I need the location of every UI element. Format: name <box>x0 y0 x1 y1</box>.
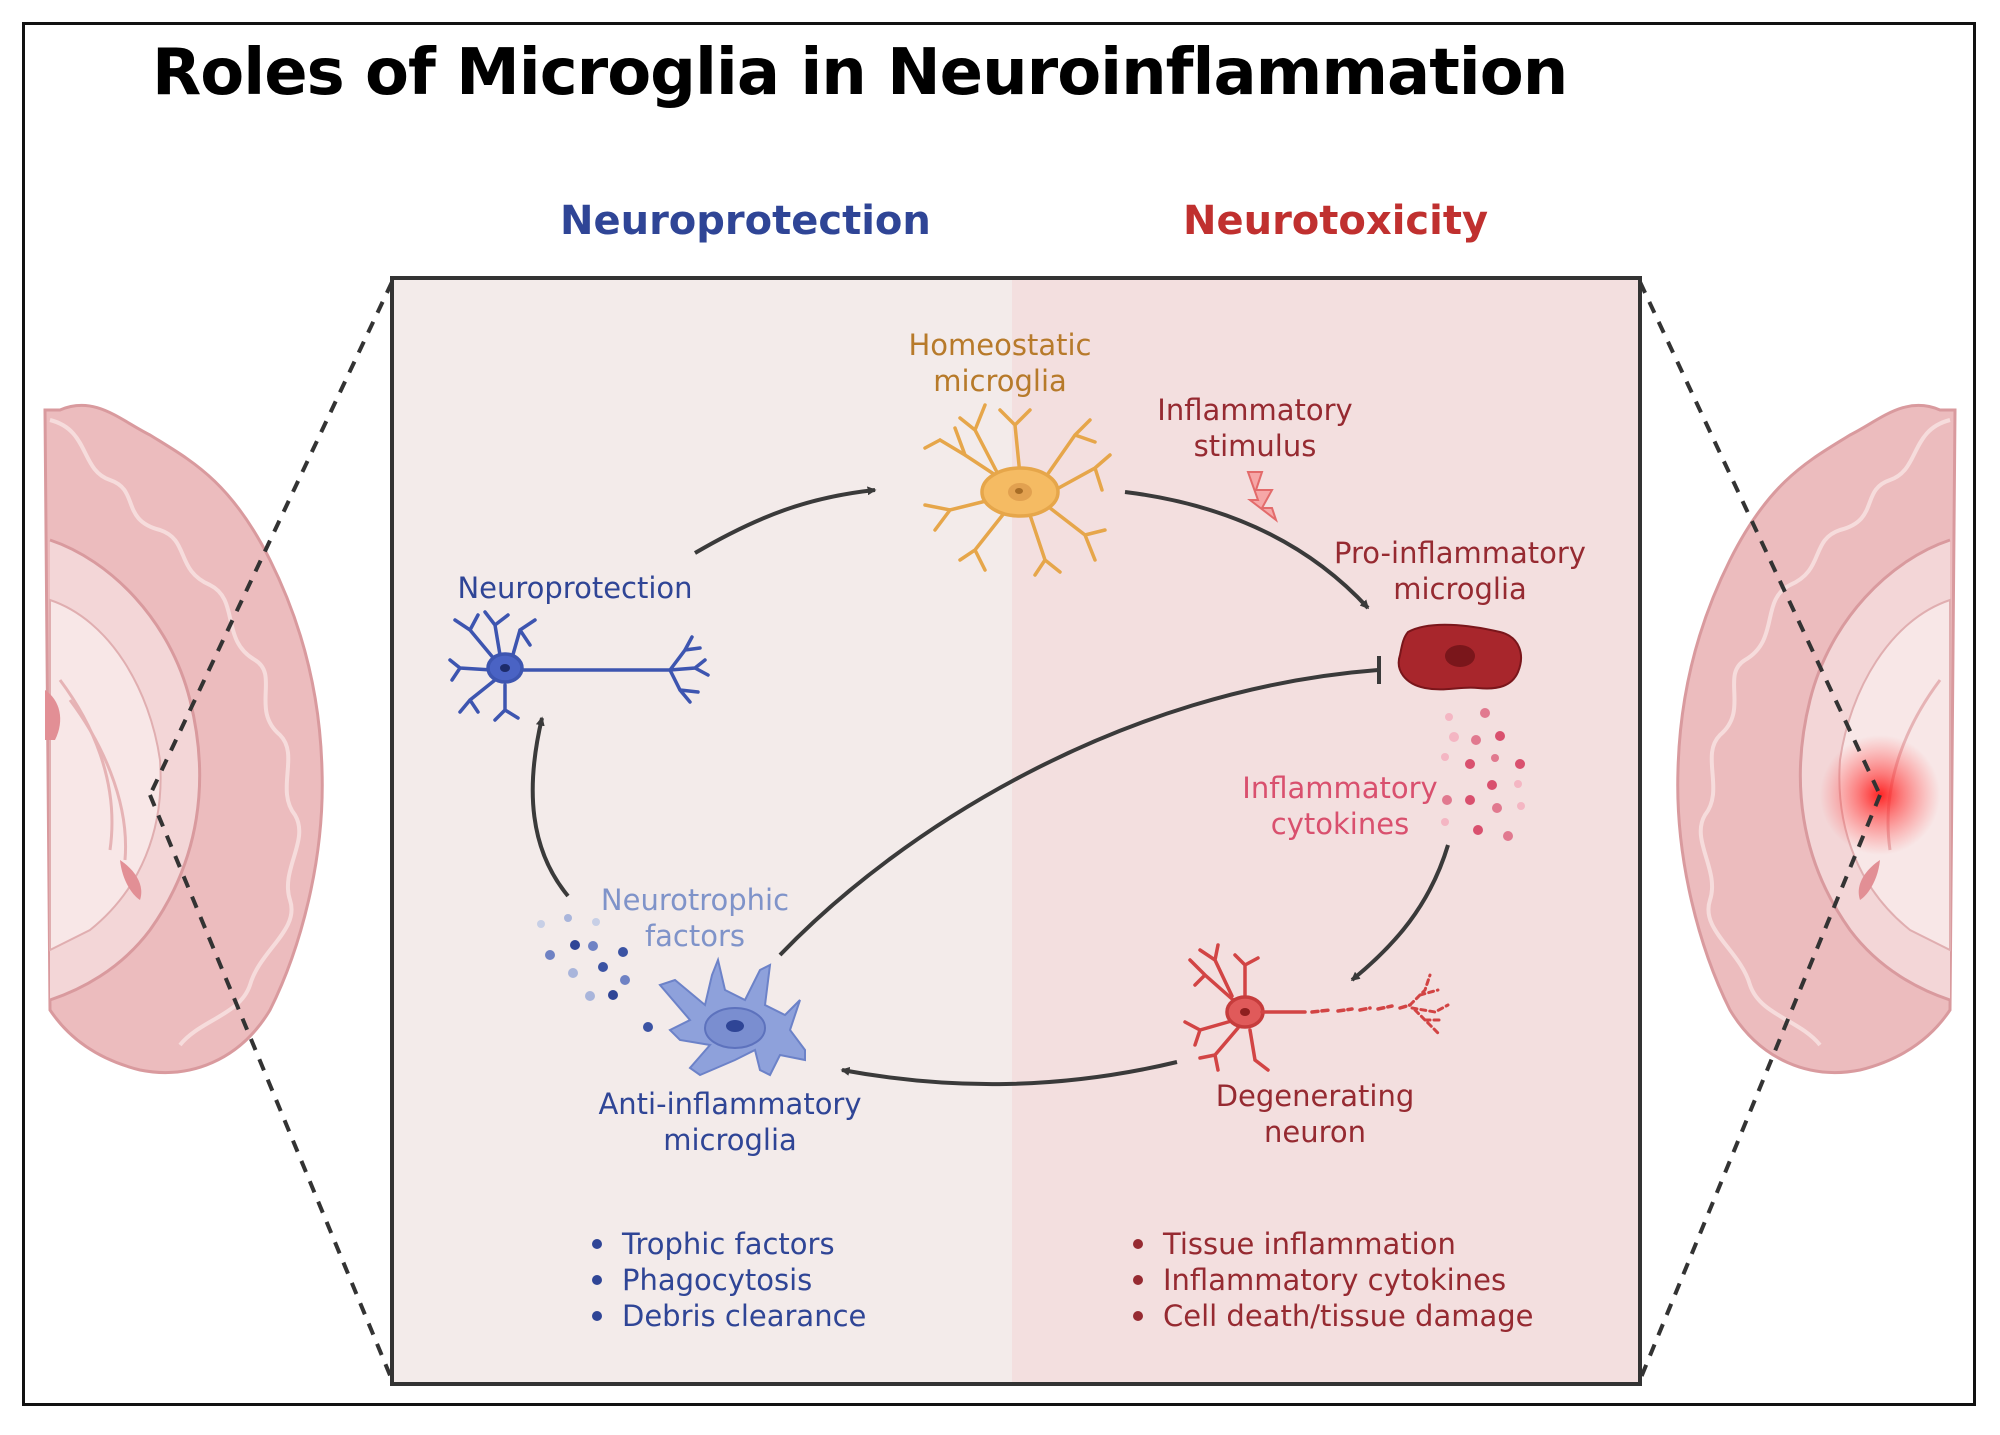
label-neurotrophic-factors: Neurotrophic factors <box>600 883 790 953</box>
label-pro-inflammatory-microglia: Pro-inflammatory microglia <box>1334 536 1586 606</box>
arrow-antiinflammatory-to-neuroprotection <box>530 716 570 898</box>
label-inflammatory-stimulus: Inflammatory stimulus <box>1157 393 1353 463</box>
bullet-item: Debris clearance <box>584 1298 866 1334</box>
bullet-list-neuroprotection: Trophic factors Phagocytosis Debris clea… <box>584 1226 866 1334</box>
bullet-item: Trophic factors <box>584 1226 866 1262</box>
bullet-item: Cell death/tissue damage <box>1125 1298 1534 1334</box>
arrow-cytokines-to-degenerating <box>1350 844 1450 982</box>
right-brain-section <box>1676 403 1957 1074</box>
inner-panel-frame <box>390 276 1642 1386</box>
lightning-icon <box>1246 471 1278 523</box>
panel-neurotoxicity-bg <box>1012 278 1640 1384</box>
label-inflammatory-cytokines: Inflammatory cytokines <box>1242 771 1438 841</box>
label-neuroprotection: Neuroprotection <box>457 571 693 605</box>
cytokine-particles <box>1441 708 1525 841</box>
label-degenerating-neuron: Degenerating neuron <box>1215 1079 1415 1149</box>
label-anti-inflammatory-microglia: Anti-inflammatory microglia <box>598 1087 862 1157</box>
figure-title: Roles of Microglia in Neuroinflammation <box>152 36 1568 110</box>
left-brain-section <box>43 403 324 1074</box>
zoom-lines <box>148 281 1882 1381</box>
pro-inflammatory-microglia-cell <box>1397 623 1522 691</box>
degenerating-neuron-cell <box>1183 943 1450 1072</box>
bullet-list-neurotoxicity: Tissue inflammation Inflammatory cytokin… <box>1125 1226 1534 1334</box>
arrow-degenerating-to-antiinflammatory <box>840 1060 1178 1087</box>
inhibition-line <box>778 656 1381 957</box>
homeostatic-microglia-cell <box>923 403 1112 577</box>
header-neurotoxicity: Neurotoxicity <box>1183 198 1489 244</box>
bullet-item: Tissue inflammation <box>1125 1226 1534 1262</box>
neuroprotected-neuron-cell <box>448 610 710 722</box>
neurotrophic-particles <box>537 914 653 1032</box>
bullet-item: Phagocytosis <box>584 1262 866 1298</box>
header-neuroprotection: Neuroprotection <box>560 198 931 244</box>
anti-inflammatory-microglia-cell <box>658 956 806 1077</box>
arrow-neuroprotection-to-homeostatic <box>693 486 877 555</box>
arrow-homeostatic-to-proinflammatory <box>1124 490 1370 610</box>
label-homeostatic-microglia: Homeostatic microglia <box>908 328 1092 398</box>
panel-neuroprotection-bg <box>392 278 1012 1384</box>
bullet-item: Inflammatory cytokines <box>1125 1262 1534 1298</box>
outer-frame <box>22 22 1976 1406</box>
